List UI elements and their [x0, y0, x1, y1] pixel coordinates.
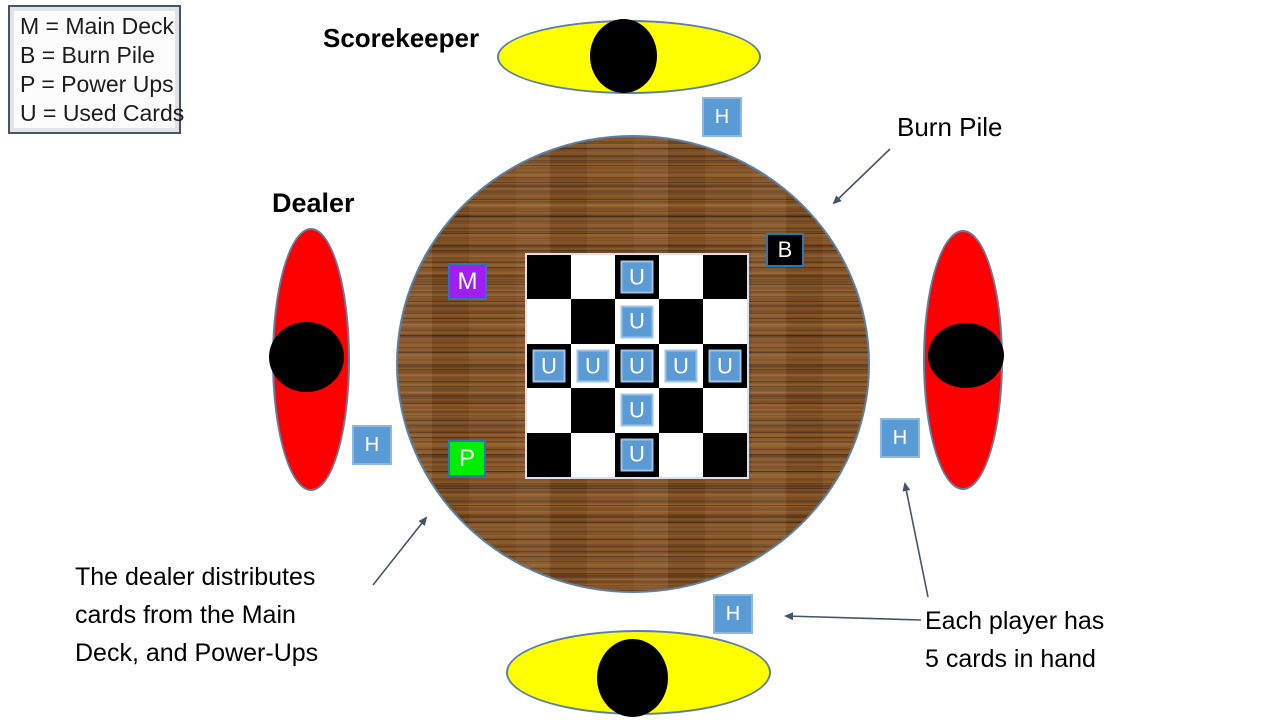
dealer-note-line-2: cards from the Main	[75, 601, 296, 629]
used-card-marker: U	[532, 349, 566, 383]
used-card-marker: U	[708, 349, 742, 383]
board-cell	[571, 299, 615, 344]
player-right-head	[928, 323, 1004, 388]
board-cell	[571, 255, 615, 300]
dealer-note-line-1: The dealer distributes	[75, 563, 316, 591]
board-cell	[527, 299, 571, 344]
dealer-label: Dealer	[272, 188, 355, 218]
legend-item-power-ups: P = Power Ups	[20, 71, 174, 97]
board-cell	[527, 388, 571, 433]
legend-inner: M = Main Deck B = Burn Pile P = Power Up…	[14, 11, 185, 128]
board-cell	[703, 388, 747, 433]
burn-pile-label: Burn Pile	[897, 112, 1003, 142]
main-deck-marker: M	[448, 263, 487, 300]
hand-marker-top: H	[702, 97, 742, 137]
legend-item-main-deck: M = Main Deck	[20, 13, 175, 39]
board-cell	[659, 299, 703, 344]
board-cell	[527, 255, 571, 300]
burn-pile-arrow	[832, 148, 891, 205]
board-cell	[703, 299, 747, 344]
hand-marker-bottom: H	[713, 594, 753, 634]
hand-note-line-1: Each player has	[925, 607, 1105, 635]
dealer-note-arrow	[372, 516, 428, 586]
board-cell	[703, 432, 747, 477]
hand-note-arrow-bottom	[784, 612, 922, 621]
dealer-note: The dealer distributes cards from the Ma…	[75, 558, 318, 672]
board-cell	[659, 255, 703, 300]
player-bottom-head	[597, 639, 668, 717]
used-card-marker: U	[620, 349, 654, 383]
board-cell	[659, 432, 703, 477]
power-ups-marker: P	[448, 440, 486, 477]
board-cell	[571, 388, 615, 433]
scorekeeper-label: Scorekeeper	[323, 23, 480, 53]
board-cell	[571, 432, 615, 477]
legend-item-burn-pile: B = Burn Pile	[20, 42, 155, 68]
used-card-marker: U	[620, 305, 654, 339]
hand-marker-left: H	[352, 425, 392, 465]
burn-pile-marker: B	[766, 233, 804, 267]
player-dealer-head	[269, 322, 344, 392]
hand-note: Each player has 5 cards in hand	[925, 602, 1104, 678]
dealer-note-line-3: Deck, and Power-Ups	[75, 639, 319, 667]
used-card-marker: U	[620, 393, 654, 427]
used-card-marker: U	[664, 349, 698, 383]
hand-marker-right: H	[880, 418, 920, 458]
legend-box: M = Main Deck B = Burn Pile P = Power Up…	[8, 5, 185, 134]
board-cell	[659, 388, 703, 433]
hand-note-arrow-right	[902, 482, 929, 598]
used-card-marker: U	[576, 349, 610, 383]
board-cell	[527, 432, 571, 477]
used-card-marker: U	[620, 438, 654, 472]
used-card-marker: U	[620, 260, 654, 294]
hand-note-line-2: 5 cards in hand	[925, 645, 1096, 673]
legend-item-used-cards: U = Used Cards	[20, 100, 185, 126]
player-scorekeeper-head	[590, 19, 657, 93]
board-cell	[703, 255, 747, 300]
